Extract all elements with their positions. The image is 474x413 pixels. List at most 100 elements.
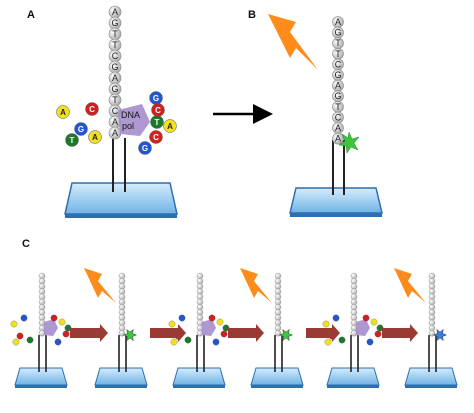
strand-base-letter: C — [112, 51, 119, 61]
step-arrow-c — [228, 324, 264, 342]
nucleotide-dot-c — [366, 338, 374, 346]
surface-edge-c — [15, 385, 67, 388]
dna-polymerase: DNA pol — [118, 104, 150, 136]
strand-base-letter: G — [111, 18, 118, 28]
strand-bead-c — [118, 330, 126, 337]
nucleotide-a — [163, 119, 177, 133]
polymerase-c — [202, 319, 216, 336]
strand-base-letter: C — [112, 106, 119, 116]
strand-base-letter: G — [334, 28, 341, 38]
nucleotide-a — [56, 105, 70, 119]
nucleotide-dot-c — [10, 320, 18, 328]
nucleotide-c — [149, 130, 163, 144]
nucleotide-dot-c — [12, 338, 20, 346]
step-arrow-c — [306, 324, 340, 342]
nucleotide-dot-c — [322, 320, 330, 328]
strand-base-letter: A — [335, 81, 341, 91]
panel-label-a: A — [27, 9, 35, 21]
nucleotide-g — [74, 122, 88, 136]
strand-base-letter: G — [334, 91, 341, 101]
nucleotide-t — [65, 133, 79, 147]
nucleotide-letter: C — [89, 105, 95, 114]
nucleotide-dot-c — [362, 314, 370, 322]
surface-c — [326, 367, 380, 386]
nucleotide-dot-c — [216, 318, 224, 326]
surface-edge-c — [95, 385, 147, 388]
polymerase-label-2: pol — [122, 121, 134, 131]
strand-base-letter: A — [112, 128, 118, 138]
nucleotide-dot-c — [54, 338, 62, 346]
nucleotide-letter: A — [60, 108, 66, 117]
nucleotide-dot-c — [26, 336, 34, 344]
surface-edge-c — [327, 385, 379, 388]
strand-base-letter: A — [335, 17, 341, 27]
surface-edge-c — [251, 385, 303, 388]
nucleotide-dot-c — [50, 314, 58, 322]
strand-base-letter: G — [111, 62, 118, 72]
strand-base-letter: T — [112, 40, 118, 50]
strand-base-letter: A — [112, 117, 118, 127]
panel-c — [10, 268, 458, 388]
light-flash-icon-b — [268, 14, 318, 70]
strand-base-letter: G — [334, 70, 341, 80]
strand-base-letter: A — [112, 7, 118, 17]
nucleotide-letter: A — [167, 122, 173, 131]
nucleotide-dot-c — [374, 330, 382, 338]
nucleotide-letter: C — [155, 106, 161, 115]
surface-c — [172, 367, 226, 386]
nucleotide-dot-c — [220, 330, 228, 338]
surface-c — [94, 367, 148, 386]
nucleotide-c — [151, 103, 165, 117]
nucleotide-dot-c — [324, 338, 332, 346]
polymerase-label: DNA — [121, 110, 140, 120]
nucleotide-dot-c — [208, 314, 216, 322]
nucleotide-dot-c — [212, 338, 220, 346]
nucleotide-letter: G — [142, 144, 148, 153]
nucleotide-dot-c — [338, 336, 346, 344]
surface-c — [404, 367, 458, 386]
strand-bead — [332, 132, 344, 145]
surface-c — [250, 367, 304, 386]
strand-base-letter: T — [335, 49, 341, 59]
nucleotide-letter: T — [155, 118, 160, 127]
light-flash-icon-c — [240, 268, 272, 303]
surface-c — [14, 367, 68, 386]
step-arrow-c — [382, 324, 418, 342]
strand-bead-c — [274, 330, 282, 337]
strand-base-letter: C — [335, 112, 342, 122]
polymerase-c — [44, 319, 58, 336]
nucleotide-g — [138, 141, 152, 155]
fluorescent-signal-c — [432, 328, 448, 342]
nucleotide-dot-c — [332, 314, 340, 322]
nucleotide-dot-c — [16, 332, 24, 340]
strand-bead-c — [428, 330, 436, 337]
strand-base-letter: T — [335, 38, 341, 48]
surface-b — [289, 187, 383, 217]
panel-label-b: B — [248, 9, 256, 21]
nucleotide-dot-c — [170, 338, 178, 346]
light-flash-icon-c — [394, 268, 426, 303]
fluorescent-signal-b — [338, 131, 360, 154]
nucleotide-letter: G — [78, 125, 84, 134]
nucleotide-dot-c — [62, 330, 70, 338]
polymerase-c — [356, 319, 370, 336]
strand-base-letter: A — [112, 73, 118, 83]
step-arrow-c — [70, 324, 108, 342]
surface-edge-c — [405, 385, 457, 388]
nucleotide-dot-c — [168, 320, 176, 328]
nucleotide-dot-c — [184, 336, 192, 344]
strand-base-letter: G — [111, 84, 118, 94]
strand-base-letter: T — [112, 95, 118, 105]
surface-a — [64, 182, 178, 218]
surface-edge-c — [173, 385, 225, 388]
fluorescent-signal-c — [122, 328, 138, 342]
nucleotide-dot-c — [178, 314, 186, 322]
nucleotide-dot-c — [20, 314, 28, 322]
nucleotide-letter: T — [70, 136, 75, 145]
strand-base-letter: T — [112, 29, 118, 39]
